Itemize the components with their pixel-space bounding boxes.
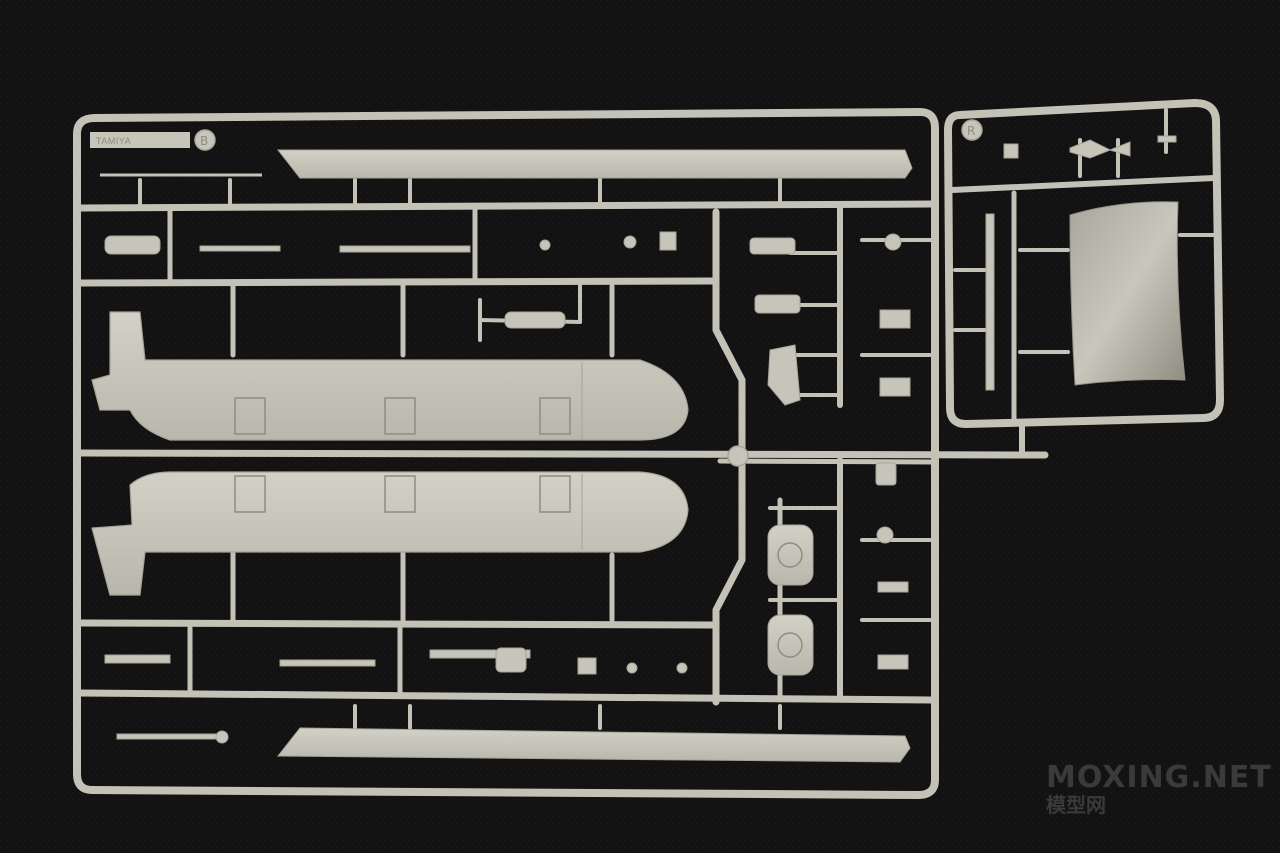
rotor-blade-bottom bbox=[276, 727, 911, 763]
fuselage-half-lower bbox=[91, 471, 689, 596]
part-long-rod bbox=[985, 213, 995, 391]
brand-label: TAMIYA bbox=[96, 136, 131, 146]
sprue-small-letter: R bbox=[967, 124, 975, 138]
sprue-hub bbox=[727, 445, 749, 467]
small-parts bbox=[104, 231, 911, 744]
fuselage-half-upper bbox=[91, 311, 689, 441]
sprue-main bbox=[73, 108, 1049, 799]
sprue-small bbox=[944, 99, 1224, 455]
small-sprue-parts bbox=[1003, 135, 1177, 159]
sprue-brand-tag: TAMIYA B bbox=[90, 129, 216, 151]
sprue-letter: B bbox=[200, 134, 208, 148]
watermark: MOXING.NET 模型网 bbox=[1046, 760, 1272, 817]
sprue-small-frame bbox=[944, 99, 1224, 428]
rotor-blade-top bbox=[276, 149, 913, 179]
sprue-main-frame bbox=[73, 108, 939, 799]
watermark-text: MOXING.NET bbox=[1046, 760, 1272, 795]
part-curved-panel bbox=[1069, 201, 1186, 386]
watermark-subtext: 模型网 bbox=[1046, 793, 1106, 817]
round-hatch-parts bbox=[767, 524, 814, 676]
